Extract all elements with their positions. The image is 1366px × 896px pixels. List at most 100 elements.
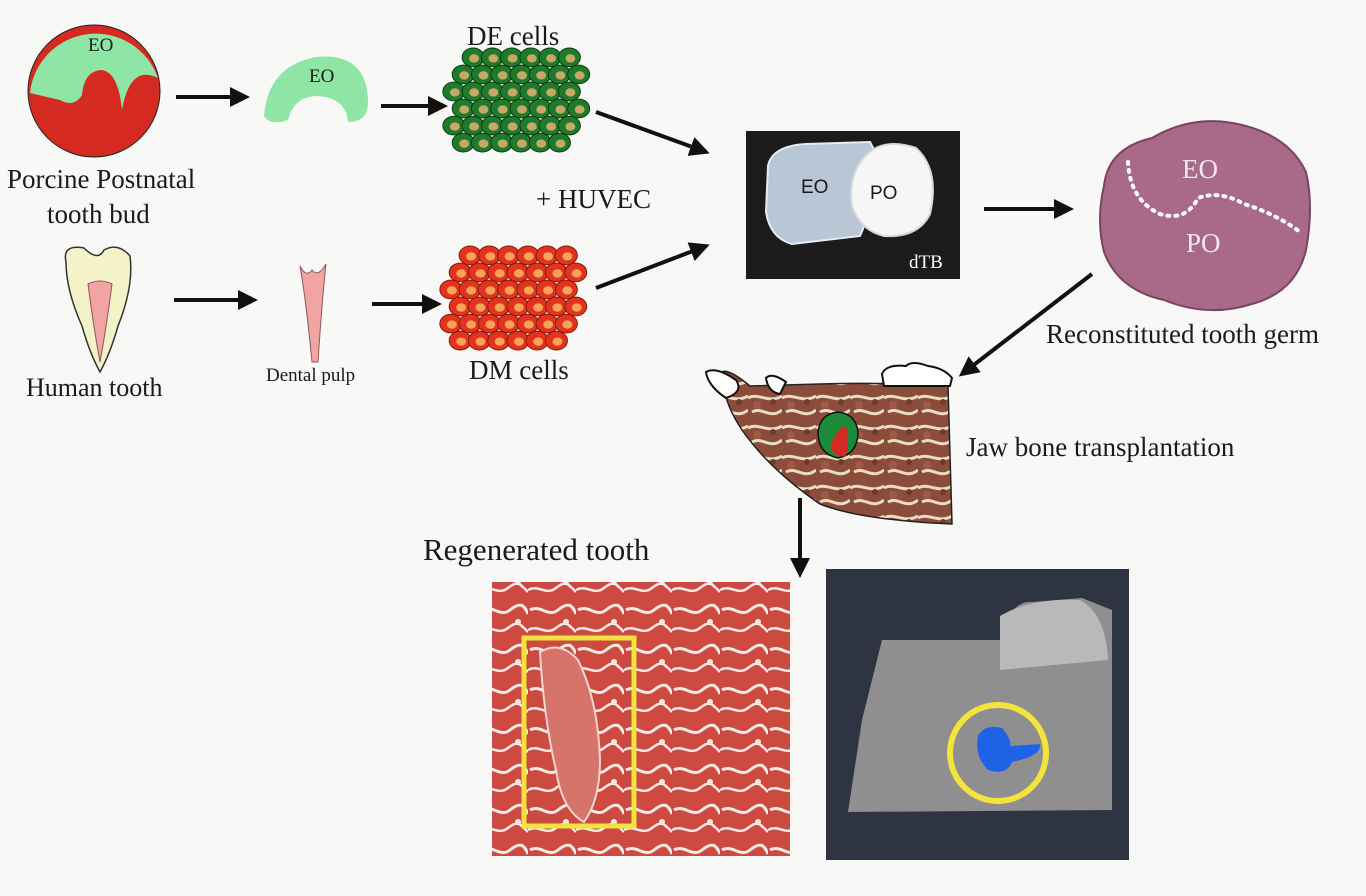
cell-nucleus <box>507 88 518 97</box>
cell-nucleus <box>523 286 534 295</box>
cell-nucleus <box>494 269 505 278</box>
cell-nucleus <box>562 286 573 295</box>
label-germ-eo: EO <box>1182 154 1218 184</box>
label-dental-pulp: Dental pulp <box>266 365 356 386</box>
cell-nucleus <box>449 122 460 131</box>
cell-nucleus <box>478 139 489 148</box>
label-dtb-po: PO <box>870 183 898 204</box>
cell-nucleus <box>497 71 508 80</box>
cell-nucleus <box>536 139 547 148</box>
flow-arrows <box>174 87 1094 578</box>
dm-cells-cluster <box>439 245 588 351</box>
cell-nucleus <box>526 88 537 97</box>
cell-nucleus <box>546 54 557 63</box>
jaw-bone-image <box>704 362 954 525</box>
cell-nucleus <box>485 252 496 261</box>
cell-nucleus <box>565 122 576 131</box>
cell-nucleus <box>562 252 573 261</box>
cell-nucleus <box>466 252 477 261</box>
cell-nucleus <box>533 337 544 346</box>
label-eo-bud: EO <box>88 35 114 56</box>
cell-nucleus <box>552 269 563 278</box>
arrow-dm-to-dtb <box>595 242 710 290</box>
de-cells-cluster <box>442 47 591 153</box>
cell-nucleus <box>514 303 524 312</box>
porcine-tooth-bud <box>27 24 161 158</box>
label-jaw-transplant: Jaw bone transplantation <box>966 432 1235 462</box>
cell-nucleus <box>469 88 480 97</box>
cell-nucleus <box>459 139 470 148</box>
cell-nucleus <box>466 320 477 329</box>
cell-nucleus <box>459 71 470 80</box>
cell-nucleus <box>517 71 527 80</box>
label-germ-po: PO <box>1186 228 1221 258</box>
highlight-box <box>521 635 637 829</box>
cell-nucleus <box>523 320 534 329</box>
cell-nucleus <box>574 71 585 80</box>
cell-nucleus <box>533 303 544 312</box>
label-dtb-eo: EO <box>801 177 829 198</box>
cell-nucleus <box>456 303 467 312</box>
cell-nucleus <box>546 122 557 131</box>
cell-nucleus <box>523 252 534 261</box>
cell-nucleus <box>536 71 547 80</box>
cell-nucleus <box>485 286 496 295</box>
cell-nucleus <box>459 105 470 114</box>
label-porcine-line2: tooth bud <box>47 199 150 229</box>
ct-panel <box>826 569 1129 860</box>
cell-nucleus <box>571 269 582 278</box>
cell-nucleus <box>552 303 563 312</box>
cell-nucleus <box>526 122 537 131</box>
dtb-photo <box>746 131 960 279</box>
cell-nucleus <box>562 320 573 329</box>
cell-nucleus <box>555 139 566 148</box>
cell-nucleus <box>466 286 477 295</box>
cell-nucleus <box>494 303 505 312</box>
arrow-de-to-dtb <box>595 110 710 156</box>
cell-nucleus <box>504 286 515 295</box>
cell-nucleus <box>504 320 515 329</box>
cell-nucleus <box>552 337 563 346</box>
cell-nucleus <box>446 286 457 295</box>
label-eo-epithelium: EO <box>309 66 335 87</box>
cell-nucleus <box>526 54 537 63</box>
cell-nucleus <box>446 320 457 329</box>
cell-nucleus <box>488 122 499 131</box>
cell-nucleus <box>469 122 480 131</box>
cell-nucleus <box>449 88 460 97</box>
cell-nucleus <box>536 105 547 114</box>
label-porcine-line1: Porcine Postnatal <box>7 164 196 194</box>
cell-nucleus <box>507 122 518 131</box>
cell-nucleus <box>543 320 554 329</box>
cell-nucleus <box>574 105 585 114</box>
cell-nucleus <box>555 105 566 114</box>
arrow-germ-to-jaw <box>958 272 1094 377</box>
cell-nucleus <box>565 88 576 97</box>
cell-nucleus <box>488 88 499 97</box>
label-de-cells: DE cells <box>467 21 560 51</box>
cell-nucleus <box>533 269 544 278</box>
cell-nucleus <box>514 269 524 278</box>
cell-nucleus <box>517 139 527 148</box>
cell-nucleus <box>456 337 467 346</box>
label-dm-cells: DM cells <box>469 355 569 385</box>
cell-nucleus <box>488 54 499 63</box>
label-regenerated: Regenerated tooth <box>423 532 650 567</box>
cell-nucleus <box>514 337 524 346</box>
cell-nucleus <box>555 71 566 80</box>
reconstituted-germ-image <box>1099 120 1311 312</box>
cell-nucleus <box>565 54 576 63</box>
cell-nucleus <box>485 320 496 329</box>
label-huvec: + HUVEC <box>536 184 651 214</box>
cell-nucleus <box>469 54 480 63</box>
cell-nucleus <box>497 105 508 114</box>
cell-nucleus <box>494 337 505 346</box>
cell-nucleus <box>497 139 508 148</box>
cell-nucleus <box>475 337 486 346</box>
cell-nucleus <box>478 71 489 80</box>
cell-nucleus <box>504 252 515 261</box>
cell-nucleus <box>543 286 554 295</box>
label-dtb: dTB <box>909 252 943 273</box>
cell-nucleus <box>475 303 486 312</box>
